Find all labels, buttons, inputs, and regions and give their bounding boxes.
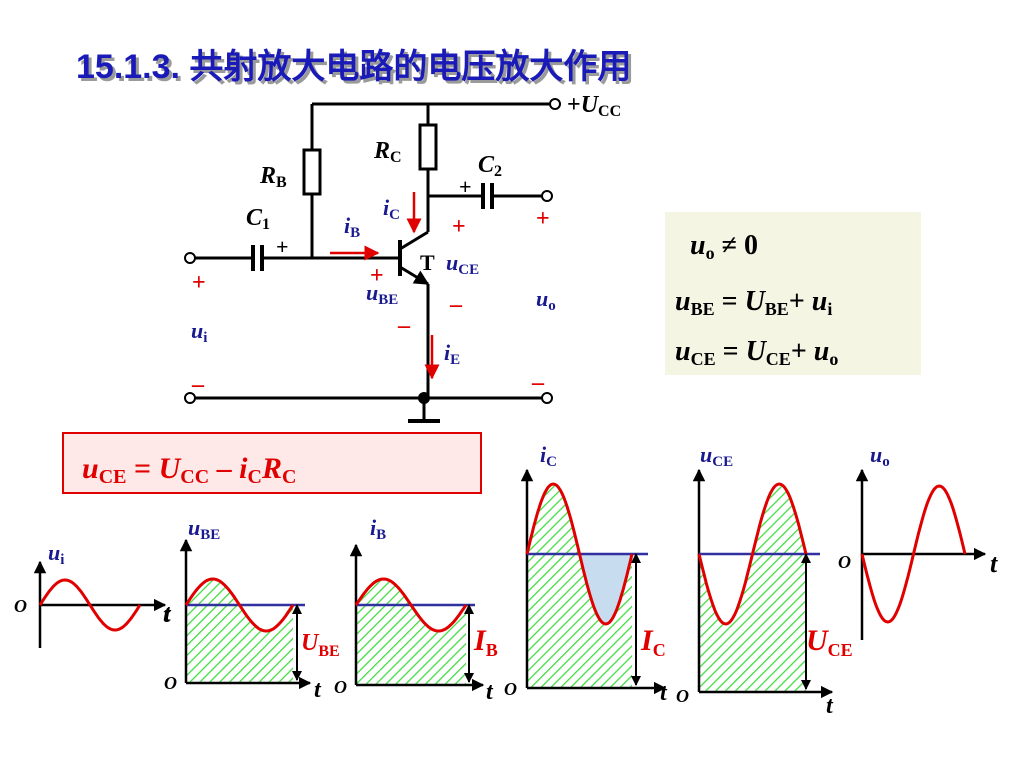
waveform-uce: uCE UCE O t: [676, 442, 853, 719]
output-terminal-top: [541, 190, 553, 202]
ube-equation: uBE = UBE+ ui: [675, 286, 832, 319]
uo-time: t: [990, 549, 998, 578]
resistor-rb: [302, 148, 322, 196]
rc-label: RC: [373, 138, 402, 166]
uo-plus: +: [536, 206, 550, 232]
uo-not-zero: uo ≠ 0: [690, 230, 758, 263]
ic-wave-label: iC: [540, 442, 557, 470]
uo-minus: –: [531, 370, 545, 396]
title-text: 15.1.3. 共射放大电路的电压放大作用: [76, 48, 631, 86]
ic-fill: [527, 484, 632, 688]
ube-wave-label: uBE: [188, 515, 220, 543]
uce-dc-label: UCE: [806, 624, 853, 660]
ib-fill: [356, 579, 466, 685]
input-terminal-top: [184, 252, 196, 264]
ib-dc-label: IB: [473, 624, 498, 660]
uce-label: uCE: [446, 250, 479, 278]
uce-plus: +: [452, 214, 466, 240]
ui-label: ui: [191, 318, 207, 346]
ic-origin: O: [504, 679, 517, 699]
svg-text:15.1.3. 共射放大电路的电压放大作用: 15.1.3. 共射放大电路的电压放大作用: [79, 51, 634, 89]
slide-title: 15.1.3. 共射放大电路的电压放大作用 15.1.3. 共射放大电路的电压放…: [76, 48, 634, 89]
uce-wave: [697, 482, 808, 626]
ie-label: iE: [444, 340, 460, 368]
amplifier-circuit: +UCC RB RC C2 + C1 + T iB iC iE uCE uBE …: [184, 92, 621, 423]
ib-wave-label: iB: [370, 515, 386, 543]
uce-equation: uCE = UCE+ uo: [675, 336, 838, 369]
uce-wave-label: uCE: [700, 442, 733, 470]
ui-time: t: [164, 601, 172, 627]
ube-dc-label: UBE: [301, 630, 340, 660]
ube-minus: –: [397, 313, 411, 339]
ui-wave: [38, 578, 142, 632]
waveform-uo: uo O t: [838, 442, 998, 640]
uo-label: uo: [536, 286, 556, 314]
uce-origin: O: [676, 686, 689, 706]
uo-wave-label: uo: [870, 442, 890, 470]
resistor-rc: [418, 123, 438, 171]
ube-plus: +: [370, 263, 384, 289]
waveform-ui: ui O t: [14, 540, 172, 648]
uce-formula-box: uCE = UCC – iCRC: [62, 432, 482, 494]
waveform-ib: iB IB O t: [334, 515, 498, 705]
ic-cutout: [527, 554, 632, 624]
ic-dc-label: IC: [640, 624, 666, 660]
vcc-label: +UCC: [567, 92, 621, 120]
c2-label: C2: [478, 152, 502, 180]
ib-origin: O: [334, 677, 347, 697]
uo-wave: [860, 484, 967, 624]
ube-wave: [184, 577, 295, 633]
ib-label: iB: [344, 213, 360, 241]
ui-plus: +: [192, 270, 206, 296]
ube-fill: [186, 579, 293, 683]
ube-time: t: [314, 677, 322, 703]
ui-origin: O: [14, 596, 27, 616]
uce-formula-text: uCE = UCC – iCRC: [82, 452, 296, 488]
c1-polarity: +: [276, 234, 289, 259]
ui-minus: –: [191, 372, 205, 398]
ube-label: uBE: [366, 280, 398, 308]
uo-origin: O: [838, 552, 851, 572]
uce-minus: –: [449, 292, 463, 318]
ui-wave-label: ui: [48, 540, 64, 568]
uce-time: t: [826, 693, 834, 719]
uce-fill: [699, 484, 806, 692]
ube-origin: O: [164, 673, 177, 693]
ic-wave: [525, 482, 634, 626]
ib-wave: [354, 577, 468, 633]
equation-box: uo ≠ 0 uBE = UBE+ ui uCE = UCE+ uo: [665, 212, 921, 375]
c2-polarity: +: [459, 174, 472, 199]
rb-label: RB: [259, 163, 287, 191]
output-terminal-bottom: [541, 392, 553, 404]
waveform-ic: iC IC O t: [504, 442, 668, 706]
ic-label: iC: [383, 195, 400, 223]
ib-time: t: [486, 679, 494, 705]
ube-time-axis: t: [163, 602, 171, 628]
waveform-ube: uBE UBE O t t: [163, 515, 340, 703]
vcc-terminal: [549, 98, 561, 110]
ic-time: t: [660, 680, 668, 706]
transistor-label: T: [420, 250, 435, 275]
c1-label: C1: [246, 205, 270, 233]
